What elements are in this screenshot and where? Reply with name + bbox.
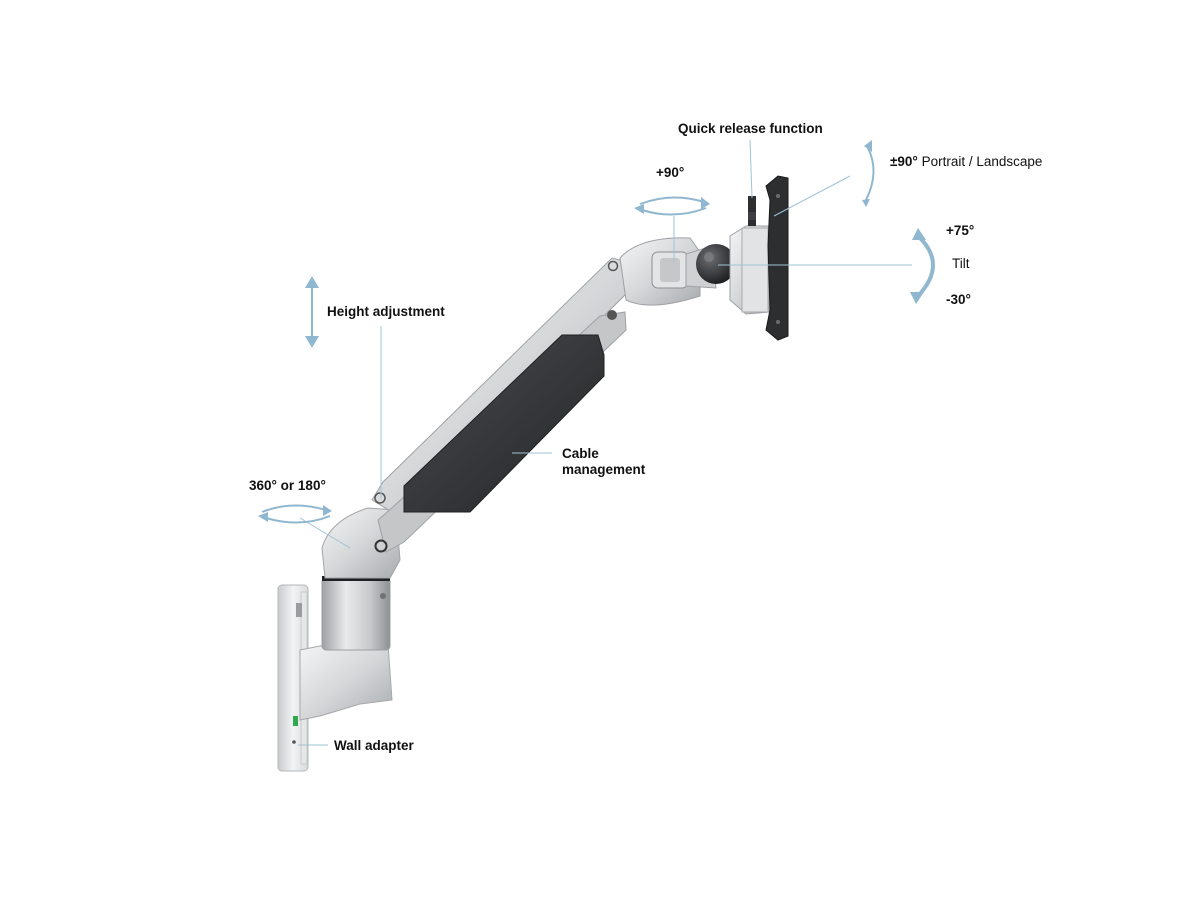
pivot-screw-top-left [374, 492, 386, 504]
leader-lines [298, 139, 912, 746]
label-tilt: Tilt [952, 256, 970, 271]
tilt-ball-highlight [704, 252, 714, 262]
label-swivel: 360° or 180° [249, 478, 326, 493]
wall-bracket [299, 643, 393, 721]
head-bracket [729, 225, 771, 315]
pivot-screw-bottom-right [607, 310, 617, 320]
rotation-arrow-icon [634, 196, 710, 216]
label-wall-adapter: Wall adapter [334, 738, 415, 753]
gas-spring-arm [371, 257, 631, 553]
label-height-adjustment: Height adjustment [327, 304, 445, 319]
label-cable-management-line2: management [562, 462, 646, 477]
label-cable-management-line1: Cable [562, 446, 599, 461]
label-portrait-text: Portrait / Landscape [918, 154, 1043, 169]
cable-cover [403, 334, 605, 513]
vesa-hole-top [776, 194, 780, 198]
label-portrait-degrees: ±90° [890, 154, 918, 169]
leader-quick-release [749, 139, 753, 199]
label-portrait-landscape: ±90° Portrait / Landscape [890, 154, 1042, 169]
swivel-arrow-icon [258, 504, 332, 524]
portrait-arrow-icon [862, 140, 875, 207]
height-arrow-icon [305, 276, 319, 348]
green-indicator [293, 716, 298, 726]
leader-swivel [299, 517, 351, 549]
vesa-plate [748, 175, 789, 341]
label-rotation: +90° [656, 165, 684, 180]
label-quick-release: Quick release function [678, 121, 823, 136]
wall-plate-notch [296, 603, 302, 617]
pivot-screw-top-right [607, 260, 619, 272]
tilt-arrow-icon [910, 228, 935, 304]
pivot-screw-bottom-left [374, 539, 388, 553]
label-tilt-down: -30° [946, 292, 971, 307]
label-tilt-up: +75° [946, 223, 974, 238]
leader-portrait [773, 175, 851, 217]
wall-screw [292, 740, 296, 744]
vesa-hole-bottom [776, 320, 780, 324]
post-screw [380, 593, 386, 599]
